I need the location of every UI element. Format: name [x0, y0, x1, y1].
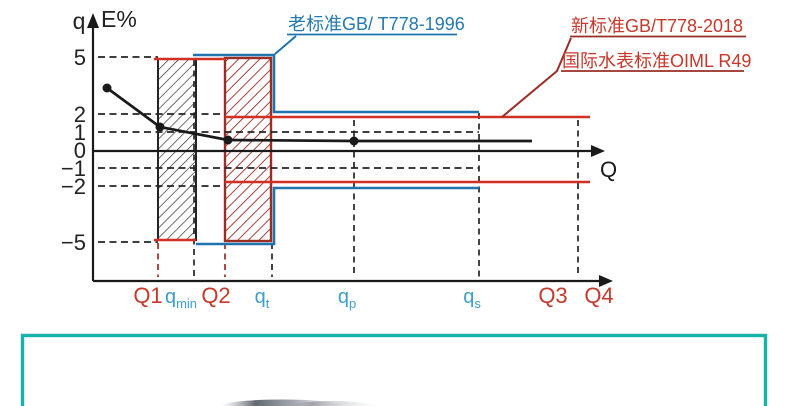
- x-tick-qs: qs: [463, 286, 481, 311]
- y-axis-label-epct: E%: [101, 6, 137, 32]
- bottom-axis-arrow-icon: [599, 275, 613, 287]
- x-tick-Q2: Q2: [201, 283, 230, 308]
- x-tick-qp: qp: [338, 286, 356, 311]
- x-tick-Q3: Q3: [538, 283, 567, 308]
- meter-error-curve: [102, 83, 532, 146]
- curve-point-2: [155, 122, 165, 132]
- y-tick-m1: −1: [61, 156, 86, 181]
- new-standard-limit-lines: [154, 57, 590, 242]
- cropped-photo-top: [221, 399, 377, 406]
- gridlines-horizontal: [98, 56, 479, 243]
- curve-point-4: [349, 136, 359, 146]
- old-standard-leader: [274, 35, 297, 55]
- x-tick-Q4: Q4: [584, 283, 613, 308]
- x-tick-qt: qt: [255, 286, 270, 311]
- old-standard-limit-lines: [193, 53, 479, 246]
- x-axis-label-q: Q: [600, 157, 617, 182]
- y-tick-labels: 5 2 1 0 −1 −2 −5: [61, 45, 86, 255]
- oiml-standard-annotation: 国际水表标准OIML R49: [562, 51, 751, 71]
- old-standard-annotation: 老标准GB/ T778-1996: [288, 14, 465, 34]
- y-axis-label-q: q: [73, 8, 86, 34]
- y-tick-m2: −2: [61, 174, 86, 199]
- zero-axis-arrow-icon: [591, 145, 605, 157]
- curve-point-1: [102, 83, 112, 93]
- axes: [87, 13, 613, 287]
- new-standard-annotation: 新标准GB/T778-2018: [571, 16, 743, 36]
- zone-q1-to-qmin-hatched: [157, 58, 197, 241]
- content-frame: [20, 333, 768, 406]
- y-tick-2: 2: [74, 102, 86, 127]
- new-standard-leader: [501, 37, 572, 118]
- y-axis-arrow-icon: [87, 13, 99, 28]
- old-standard-upper-limit: [193, 53, 479, 114]
- y-tick-0: 0: [74, 138, 86, 163]
- x-tick-labels: Q1 qmin Q2 qt qp qs Q3 Q4: [133, 283, 613, 311]
- old-standard-lower-limit: [196, 186, 479, 246]
- x-tick-qmin: qmin: [165, 286, 197, 311]
- y-tick-m5: −5: [61, 230, 86, 255]
- annotation-leaders: [274, 33, 746, 118]
- y-tick-1: 1: [74, 120, 86, 145]
- zone-q2-to-qt-hatched: [223, 56, 273, 243]
- x-tick-Q1: Q1: [133, 283, 162, 308]
- curve-point-3: [223, 135, 233, 145]
- y-tick-5: 5: [74, 45, 86, 70]
